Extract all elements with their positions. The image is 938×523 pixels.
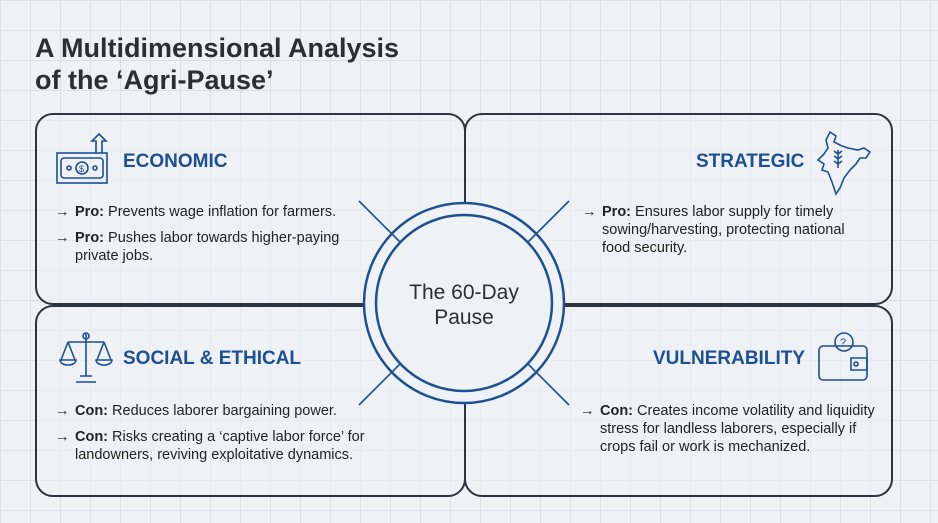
list-item: → Con: Risks creating a ‘captive labor fo…	[55, 428, 400, 464]
strategic-list: → Pro: Ensures labor supply for timely so…	[582, 203, 872, 265]
arrow-icon: →	[580, 403, 595, 419]
title-line-2: of the ‘Agri-Pause’	[35, 65, 274, 95]
svg-text:?: ?	[840, 337, 846, 349]
item-tag: Pro:	[75, 230, 104, 246]
arrow-icon: →	[55, 403, 70, 419]
economic-heading: ECONOMIC	[123, 151, 228, 172]
center-line-2: Pause	[434, 306, 494, 329]
money-up-icon: $	[56, 133, 108, 184]
item-tag: Pro:	[75, 204, 104, 220]
item-tag: Con:	[75, 429, 109, 445]
radial-lines	[358, 200, 570, 406]
list-item: → Con: Creates income volatility and liqu…	[580, 402, 892, 456]
outer-ring	[362, 201, 566, 405]
arrow-icon: →	[55, 230, 70, 246]
item-text: Risks creating a ‘captive labor force’ f…	[75, 429, 365, 463]
arrow-icon: →	[55, 204, 70, 220]
item-text: Creates income volatility and liquidity …	[600, 403, 875, 455]
item-text: Prevents wage inflation for farmers.	[108, 204, 337, 220]
list-item: → Con: Reduces laborer bargaining power.	[55, 402, 400, 420]
scales-icon	[59, 332, 113, 383]
item-tag: Con:	[75, 403, 109, 419]
arrow-icon: →	[582, 204, 597, 220]
social-heading: SOCIAL & ETHICAL	[123, 348, 302, 369]
arrow-icon: →	[55, 429, 70, 445]
wallet-question-icon: ?	[818, 332, 868, 381]
strategic-heading: STRATEGIC	[696, 151, 805, 172]
list-item: → Pro: Pushes labor towards higher-paying…	[55, 229, 355, 265]
item-text: Pushes labor towards higher-paying priva…	[75, 230, 340, 264]
social-list: →Con: Reduces laborer bargaining power. …	[55, 402, 400, 472]
svg-text:$: $	[79, 164, 84, 174]
inner-ring	[374, 213, 554, 393]
vulnerability-heading: VULNERABILITY	[653, 348, 805, 369]
title-line-1: A Multidimensional Analysis	[35, 33, 400, 63]
item-tag: Pro:	[602, 204, 631, 220]
list-item: → Pro: Ensures labor supply for timely so…	[582, 203, 872, 257]
item-text: Ensures labor supply for timely sowing/h…	[602, 204, 845, 256]
list-item: → Pro: Prevents wage inflation for farmer…	[55, 203, 355, 221]
vulnerability-list: → Con: Creates income volatility and liqu…	[580, 402, 892, 464]
center-line-1: The 60-Day	[409, 281, 519, 304]
item-tag: Con:	[600, 403, 634, 419]
economic-list: → Pro: Prevents wage inflation for farmer…	[55, 203, 355, 273]
vulnerability-quadrant	[464, 305, 893, 497]
item-text: Reduces laborer bargaining power.	[112, 403, 337, 419]
india-map-wheat-icon	[816, 130, 872, 196]
